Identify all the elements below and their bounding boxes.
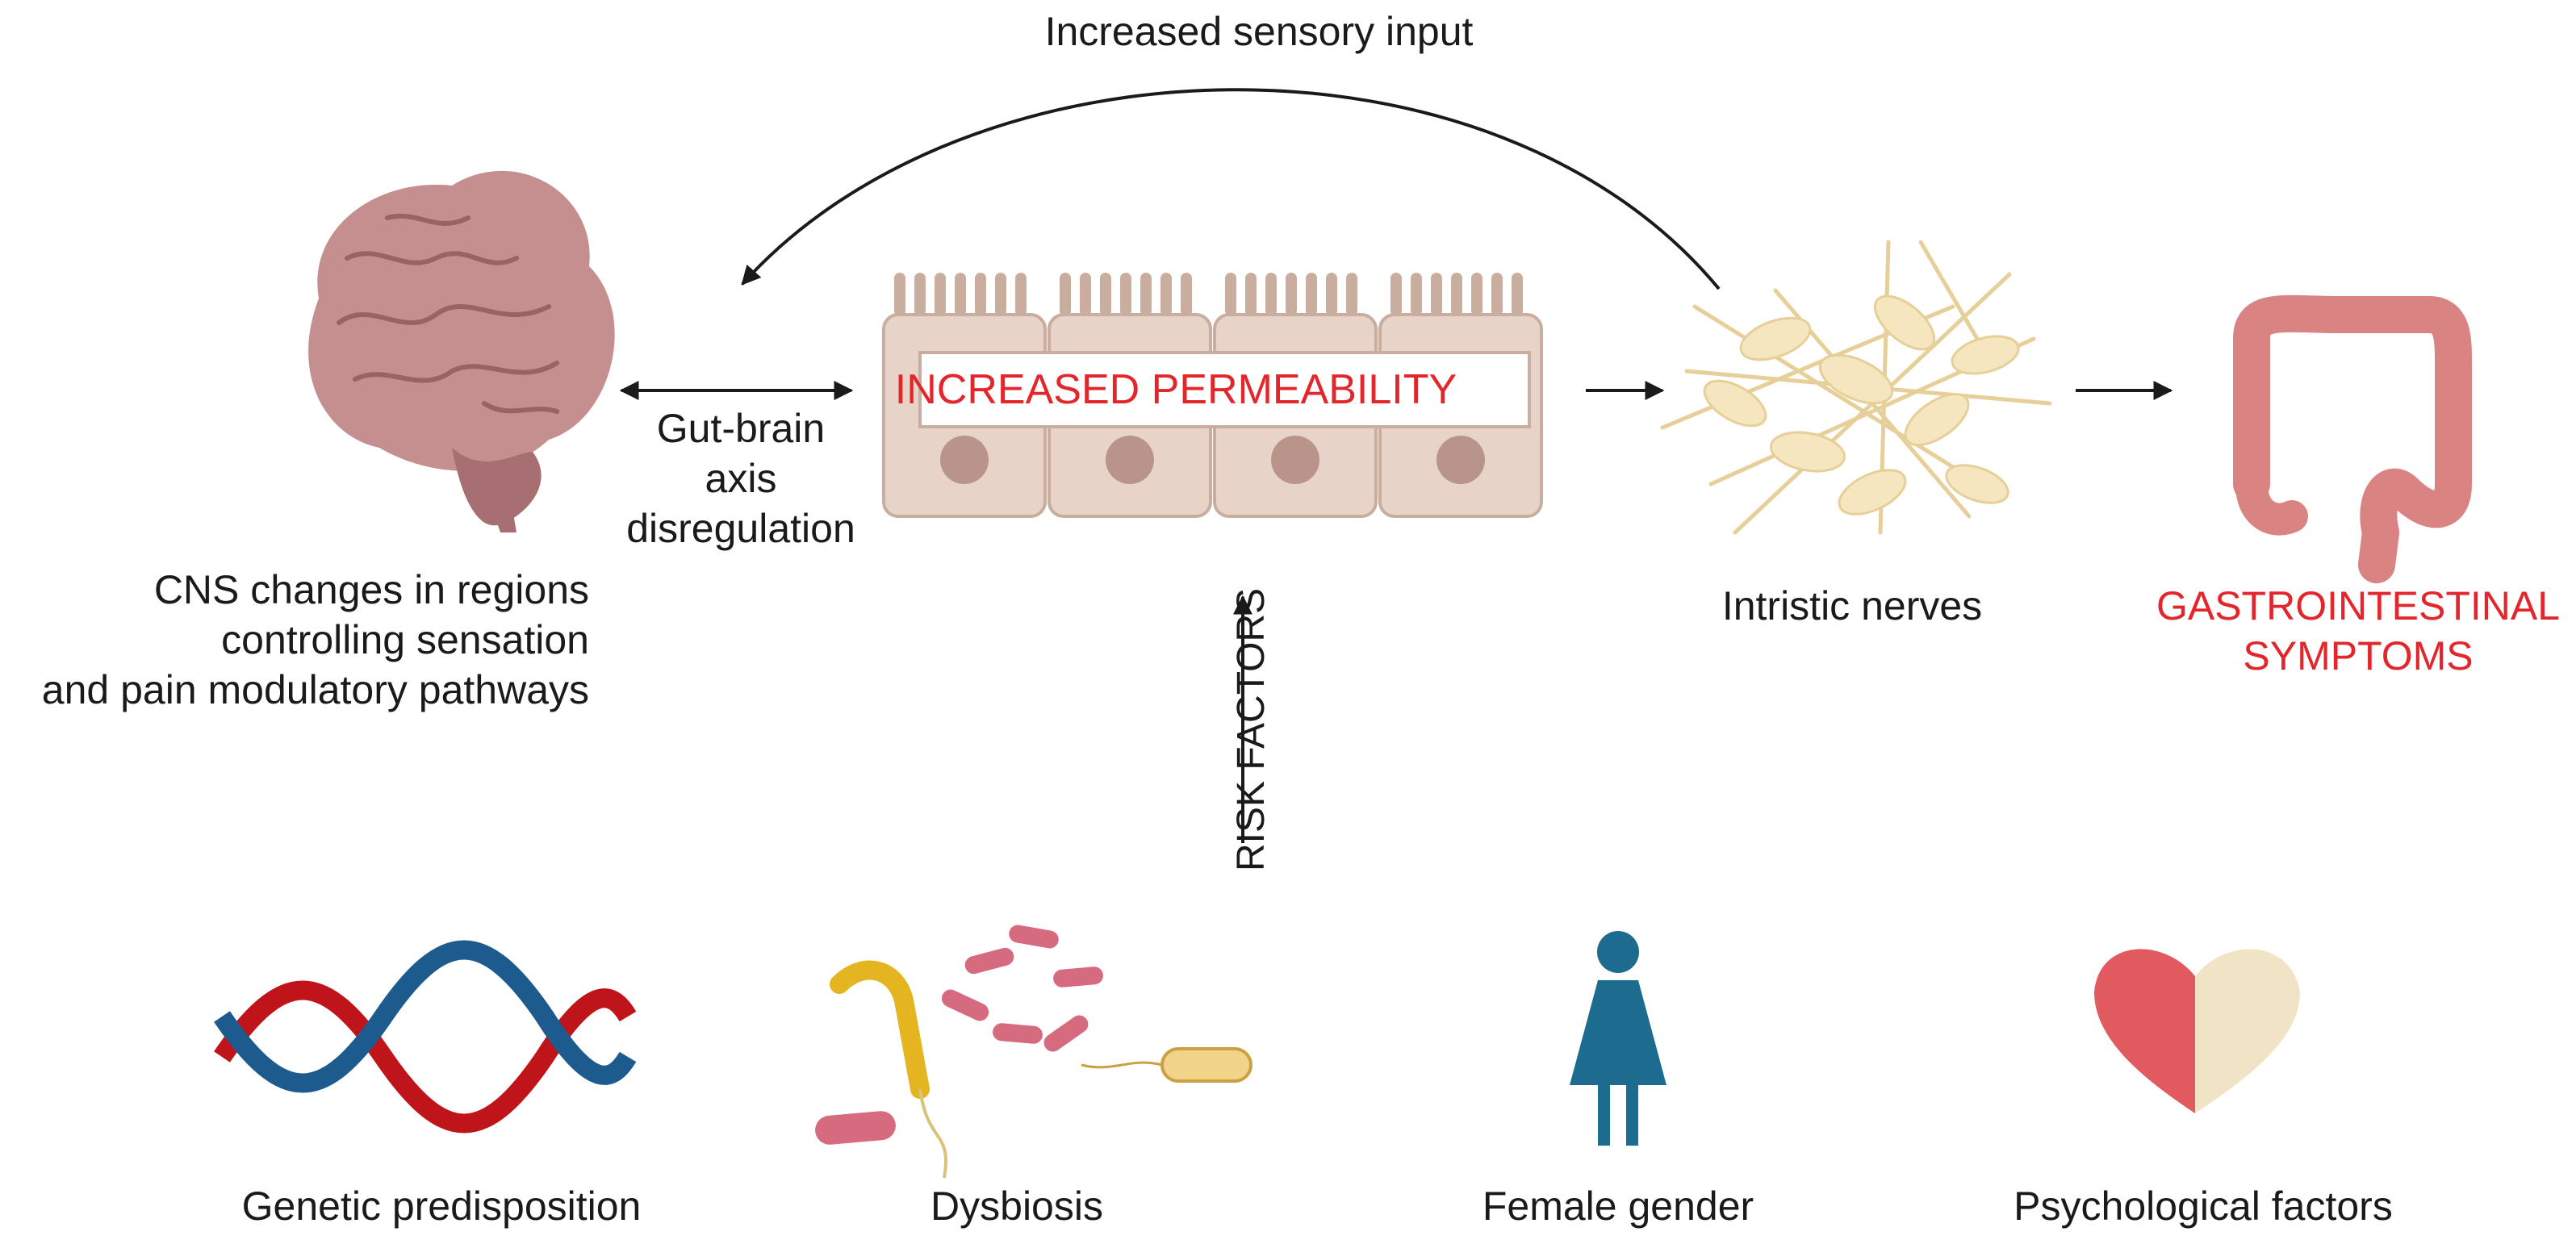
dna-helix-icon bbox=[214, 940, 637, 1134]
heart-brain-icon bbox=[2094, 949, 2300, 1113]
sensory-input-arrow bbox=[741, 88, 1721, 290]
intristic-nerves-label: Intristic nerves bbox=[1721, 583, 1983, 628]
permeability-label: INCREASED PERMEABILITY bbox=[894, 366, 1457, 413]
colon-icon bbox=[2233, 294, 2472, 583]
gi-line-1: GASTROINTESTINAL bbox=[2156, 583, 2561, 628]
cns-line-1: CNS changes in regions bbox=[153, 567, 589, 612]
sensory-input-label: Increased sensory input bbox=[1044, 9, 1474, 54]
risk-factors-label: RISK FACTORS bbox=[1230, 587, 1273, 871]
gut-brain-line-1: Gut-brain bbox=[656, 406, 826, 451]
gastrointestinal-symptoms-label: GASTROINTESTINAL SYMPTOMS bbox=[2156, 581, 2560, 681]
female-person-icon bbox=[1570, 931, 1666, 1146]
genetic-predisposition-label: Genetic predisposition bbox=[241, 1184, 642, 1229]
cns-changes-label: CNS changes in regions controlling sensa… bbox=[42, 565, 589, 715]
brain-icon bbox=[308, 170, 615, 532]
permeability-box bbox=[918, 351, 1531, 428]
psychological-factors-label: Psychological factors bbox=[2014, 1184, 2393, 1229]
gi-line-2: SYMPTOMS bbox=[2243, 633, 2474, 678]
cns-line-2: controlling sensation bbox=[221, 617, 589, 662]
gut-brain-label: Gut-brain axis disregulation bbox=[626, 403, 855, 553]
nerve-cells-icon bbox=[1660, 240, 2052, 535]
female-gender-label: Female gender bbox=[1482, 1184, 1754, 1229]
gut-brain-line-3: disregulation bbox=[626, 506, 855, 551]
dysbiosis-label: Dysbiosis bbox=[930, 1184, 1103, 1229]
gut-brain-line-2: axis bbox=[705, 456, 777, 501]
cns-line-3: and pain modulatory pathways bbox=[41, 667, 589, 712]
epithelium-cells-icon bbox=[882, 273, 1543, 518]
bacteria-icon bbox=[815, 925, 1252, 1179]
